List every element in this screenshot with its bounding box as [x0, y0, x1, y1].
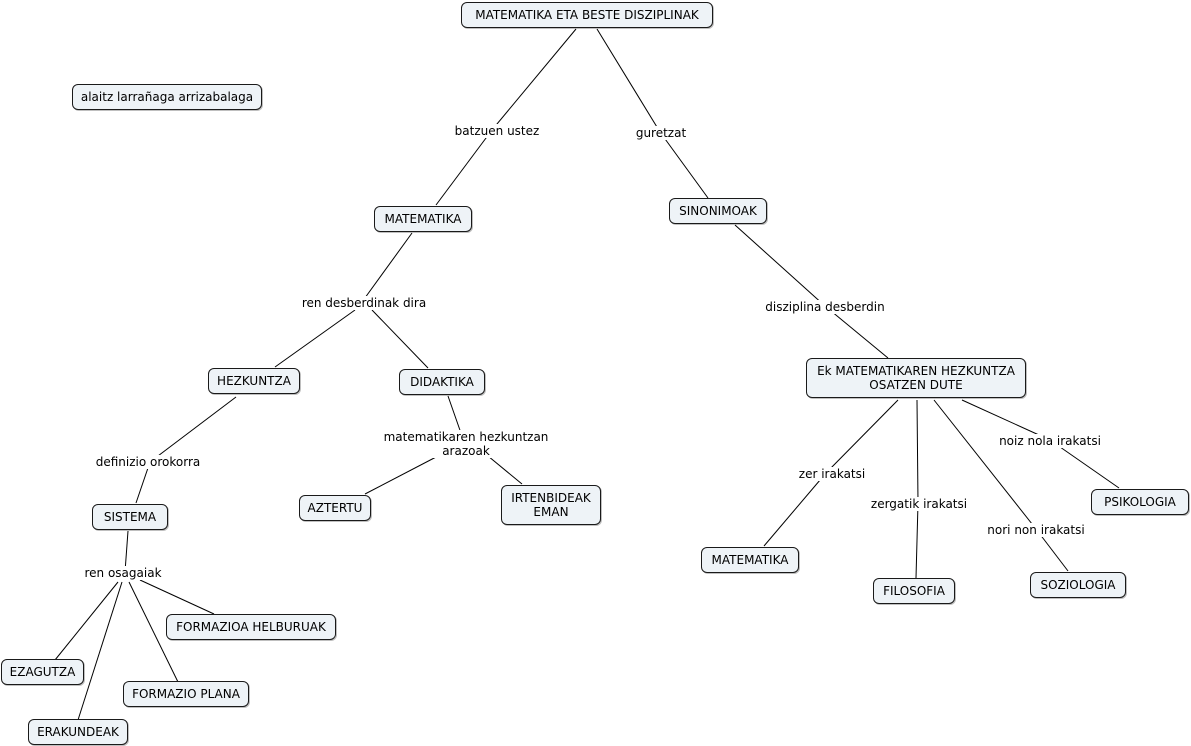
sistema-node[interactable]: SISTEMA [92, 504, 168, 530]
connector-line [491, 28, 577, 131]
connector-line [763, 472, 827, 547]
connector-line [915, 502, 919, 579]
link-label-guretzat: guretzat [634, 126, 688, 140]
psikologia-node[interactable]: PSIKOLOGIA [1091, 489, 1189, 515]
matematika-subject-node[interactable]: MATEMATIKA [701, 547, 799, 573]
connector-line [435, 129, 493, 206]
connector-line [124, 530, 129, 573]
link-label-batzuen-ustez: batzuen ustez [453, 124, 541, 138]
filosofia-node[interactable]: FILOSOFIA [873, 578, 955, 604]
link-label-zergatik-irakatsi: zergatik irakatsi [869, 497, 969, 511]
connector-line [487, 455, 523, 485]
connector-line [824, 305, 889, 359]
formazioa-helburuak-node[interactable]: FORMAZIOA HELBURUAK [166, 614, 336, 640]
connector-line [447, 395, 463, 437]
connector-line [916, 399, 919, 504]
connector-line [1049, 439, 1120, 489]
connector-line [139, 579, 215, 615]
irtenbideak-eman-node[interactable]: IRTENBIDEAK EMAN [501, 485, 601, 525]
connector-line [734, 224, 826, 307]
connector-line [364, 455, 439, 495]
link-label-matematikaren-arazoak: matematikaren hezkuntzan arazoak [382, 430, 550, 458]
connector-line [961, 399, 1051, 441]
link-label-noiz-nola-irakatsi: noiz nola irakatsi [998, 434, 1102, 448]
link-label-zer-irakatsi: zer irakatsi [797, 467, 867, 481]
matematika-node[interactable]: MATEMATIKA [374, 206, 472, 232]
link-label-definizio-orokorra: definizio orokorra [94, 455, 202, 469]
connector-line [361, 232, 413, 303]
connector-line [128, 581, 179, 683]
sinonimoak-node[interactable]: SINONIMOAK [669, 198, 767, 224]
link-label-ren-desberdinak: ren desberdinak dira [300, 296, 428, 310]
connector-line [371, 309, 429, 369]
ezagutza-node[interactable]: EZAGUTZA [1, 659, 84, 685]
connector-line [659, 131, 709, 199]
didaktika-node[interactable]: DIDAKTIKA [399, 369, 485, 395]
root-concept-node[interactable]: MATEMATIKA ETA BESTE DISZIPLINAK [461, 2, 713, 28]
author-name-box[interactable]: alaitz larrañaga arrizabalaga [72, 84, 262, 110]
formazio-plana-node[interactable]: FORMAZIO PLANA [123, 681, 249, 707]
connector-line [933, 399, 1037, 530]
connector-line [54, 581, 119, 661]
ek-matematikaren-hezkuntza-node[interactable]: Ek MATEMATIKAREN HEZKUNTZA OSATZEN DUTE [806, 358, 1026, 398]
link-label-nori-non-irakatsi: nori non irakatsi [986, 523, 1086, 537]
connector-line [149, 396, 237, 463]
hezkuntza-node[interactable]: HEZKUNTZA [208, 368, 300, 394]
link-label-disziplina-desberdin: disziplina desberdin [764, 300, 886, 314]
connector-line [77, 581, 123, 721]
soziologia-node[interactable]: SOZIOLOGIA [1030, 572, 1126, 598]
connector-line [596, 28, 661, 133]
erakundeak-node[interactable]: ERAKUNDEAK [28, 719, 128, 745]
connector-line [825, 399, 899, 474]
aztertu-node[interactable]: AZTERTU [299, 495, 371, 521]
link-label-ren-osagaiak: ren osagaiak [83, 566, 163, 580]
connector-line [274, 309, 356, 368]
